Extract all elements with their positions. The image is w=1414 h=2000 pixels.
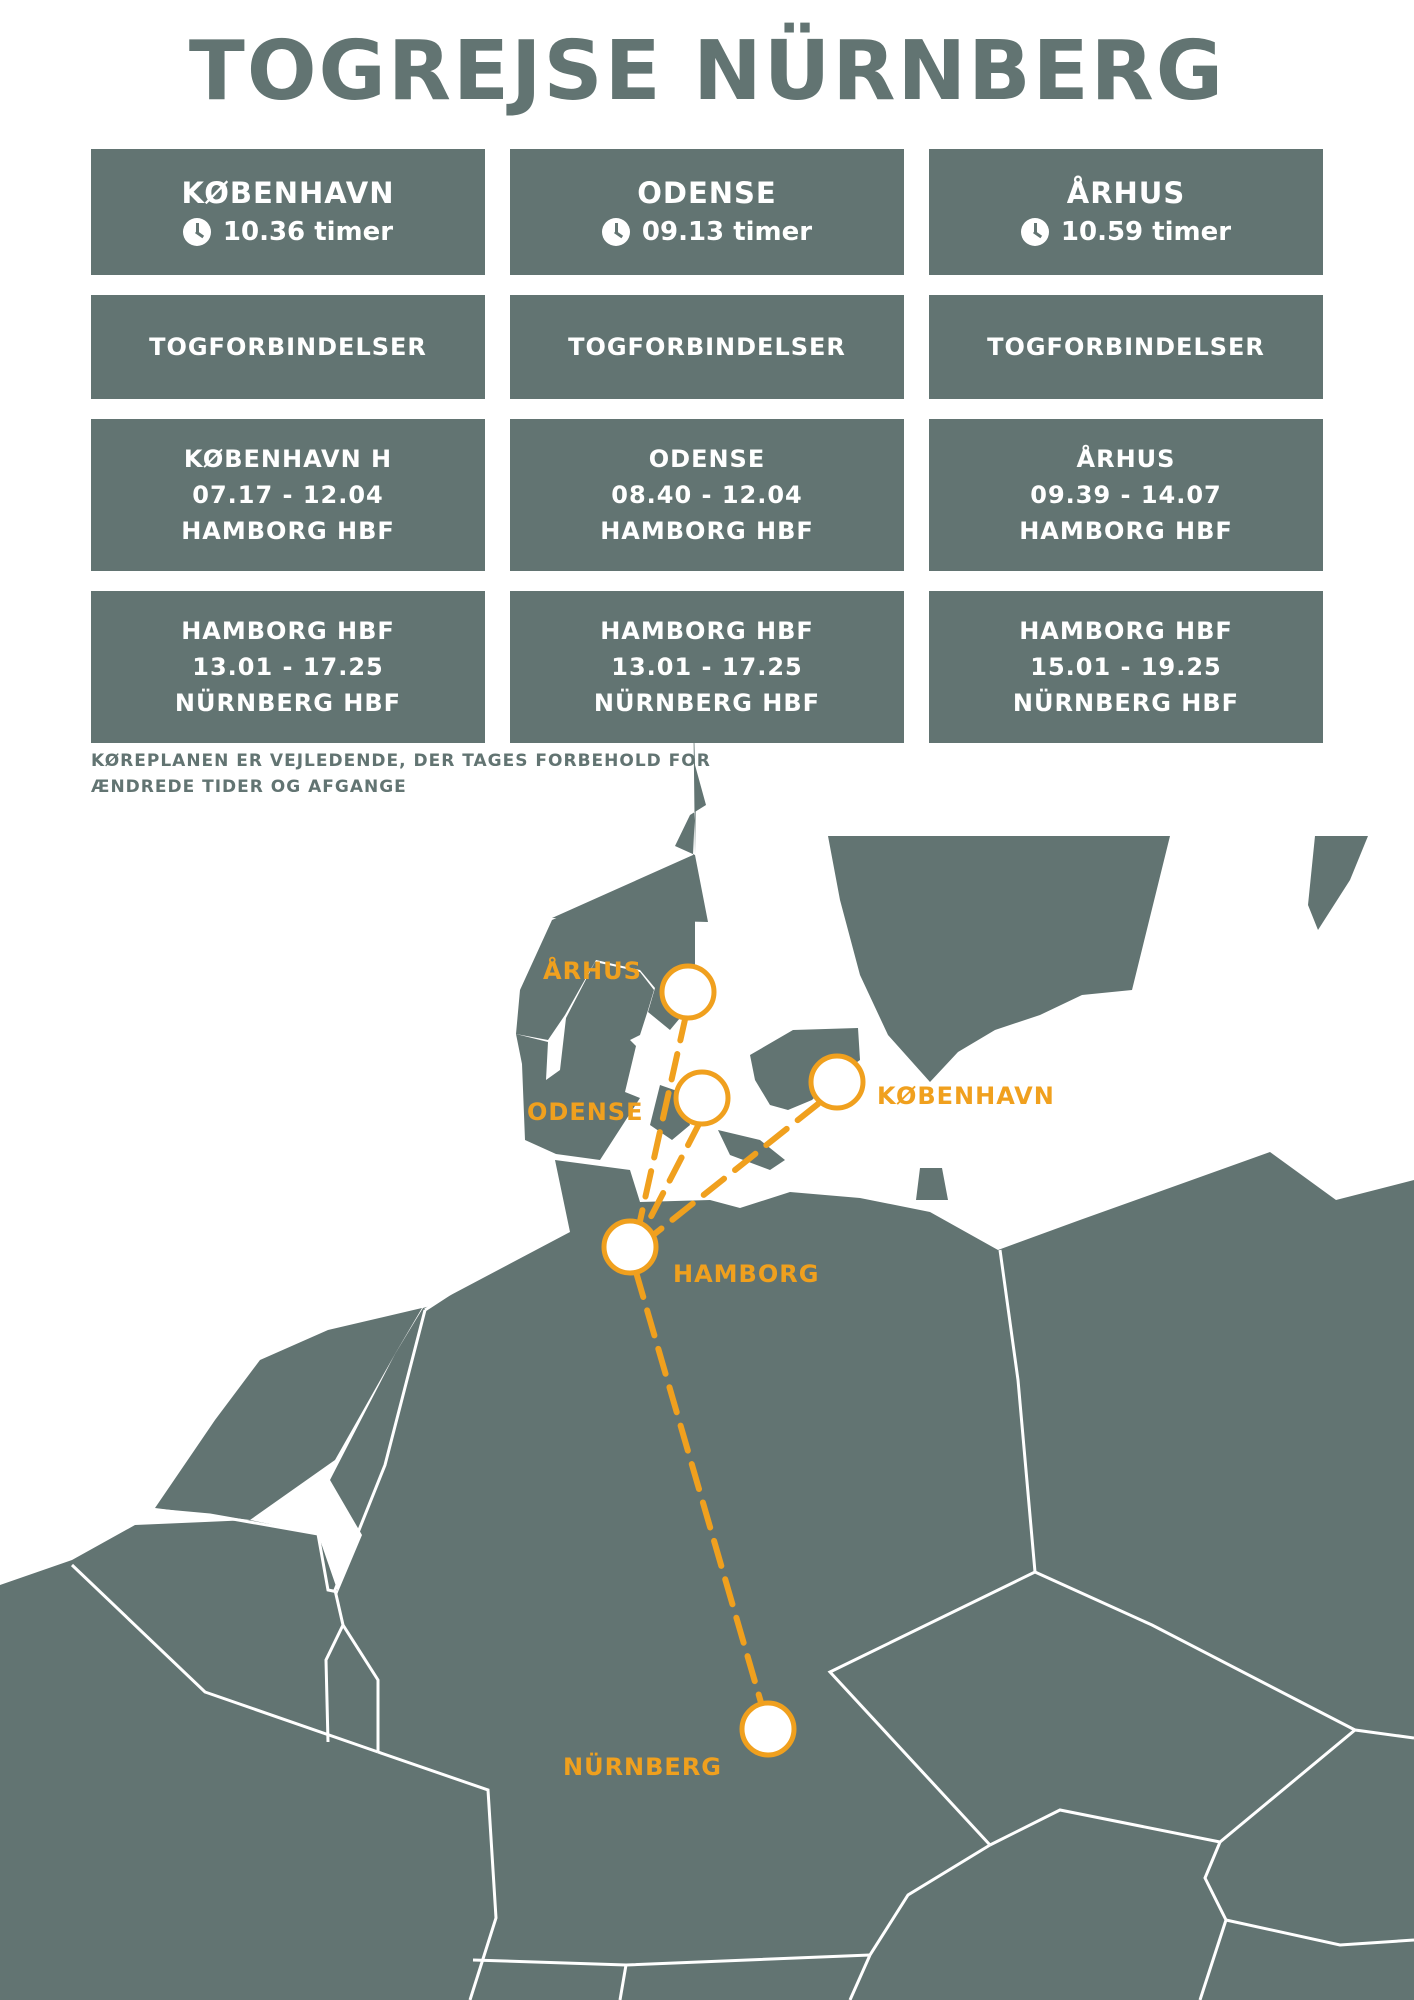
duration-text: 09.13 timer: [641, 217, 813, 247]
leg-card-odense-1: ODENSE 08.40 - 12.04 HAMBORG HBF: [510, 419, 904, 571]
duration-text: 10.36 timer: [222, 217, 394, 247]
leg-card-arhus-1: ÅRHUS 09.39 - 14.07 HAMBORG HBF: [929, 419, 1323, 571]
connections-header-text: TOGFORBINDELSER: [987, 333, 1265, 361]
label-kobenhavn: KØBENHAVN: [877, 1082, 1055, 1110]
origin-city: ÅRHUS: [1066, 176, 1186, 210]
leg-card-kobenhavn-1: KØBENHAVN H 07.17 - 12.04 HAMBORG HBF: [91, 419, 485, 571]
station-arhus-marker: [659, 963, 717, 1021]
leg-from: KØBENHAVN H: [183, 445, 393, 473]
connections-header-kobenhavn: TOGFORBINDELSER: [91, 295, 485, 399]
station-nurnberg-marker: [739, 1700, 797, 1758]
connections-header-arhus: TOGFORBINDELSER: [929, 295, 1323, 399]
belgium-netherlands-coast: [155, 1308, 422, 1520]
origin-city: KØBENHAVN: [181, 176, 395, 210]
land: [0, 690, 1414, 2000]
connections-header-odense: TOGFORBINDELSER: [510, 295, 904, 399]
disclaimer-line-2: ÆNDREDE TIDER OG AFGANGE: [91, 777, 407, 797]
leg-to: NÜRNBERG HBF: [593, 689, 821, 717]
schedule-grid: KØBENHAVN 10.36 timer ODENSE 09.13 timer…: [91, 149, 1324, 743]
route-arhus-hamborg: [635, 1012, 689, 1233]
leg-time: 15.01 - 19.25: [1030, 653, 1222, 681]
connections-header-text: TOGFORBINDELSER: [568, 333, 846, 361]
lolland: [718, 1130, 785, 1170]
label-odense: ODENSE: [527, 1098, 643, 1126]
clock-icon: [182, 218, 211, 246]
leg-from: HAMBORG HBF: [181, 617, 395, 645]
connections-header-text: TOGFORBINDELSER: [149, 333, 427, 361]
schedule-disclaimer: KØREPLANEN ER VEJLEDENDE, DER TAGES FORB…: [91, 748, 851, 800]
bornholm: [916, 1168, 948, 1200]
travel-duration: 10.59 timer: [1020, 213, 1232, 251]
leg-time: 13.01 - 17.25: [192, 653, 384, 681]
page-title: TOGREJSE NÜRNBERG: [188, 24, 1226, 119]
origin-city: ODENSE: [637, 176, 777, 210]
sweden: [828, 836, 1170, 1082]
route-kobenhavn-hamborg: [649, 1101, 821, 1239]
origin-card-arhus: ÅRHUS 10.59 timer: [929, 149, 1323, 275]
disclaimer-line-1: KØREPLANEN ER VEJLEDENDE, DER TAGES FORB…: [91, 751, 711, 771]
leg-time: 09.39 - 14.07: [1030, 481, 1222, 509]
train-routes: [633, 1012, 821, 1709]
leg-from: ÅRHUS: [1076, 445, 1176, 473]
jutland-shape: [516, 962, 654, 1160]
leg-to: HAMBORG HBF: [600, 517, 814, 545]
label-nurnberg: NÜRNBERG: [563, 1751, 722, 1781]
leg-time: 08.40 - 12.04: [611, 481, 803, 509]
origin-card-odense: ODENSE 09.13 timer: [510, 149, 904, 275]
clock-icon: [601, 218, 630, 246]
gotland: [1308, 836, 1368, 930]
leg-from: ODENSE: [648, 445, 766, 473]
leg-to: NÜRNBERG HBF: [174, 689, 402, 717]
origin-card-kobenhavn: KØBENHAVN 10.36 timer: [91, 149, 485, 275]
leg-card-kobenhavn-2: HAMBORG HBF 13.01 - 17.25 NÜRNBERG HBF: [91, 591, 485, 743]
travel-duration: 10.36 timer: [182, 213, 394, 251]
station-odense-marker: [673, 1069, 731, 1127]
leg-from: HAMBORG HBF: [1019, 617, 1233, 645]
jutland-north: [516, 856, 695, 1040]
route-hamborg-nurnberg: [633, 1269, 765, 1709]
zealand: [750, 1028, 860, 1110]
country-borders: [70, 1226, 1414, 2000]
leg-to: HAMBORG HBF: [1019, 517, 1233, 545]
europe-mainland: [0, 1152, 1414, 2000]
station-kobenhavn-marker: [808, 1053, 866, 1111]
leg-to: HAMBORG HBF: [181, 517, 395, 545]
leg-to: NÜRNBERG HBF: [1012, 689, 1240, 717]
duration-text: 10.59 timer: [1060, 217, 1232, 247]
route-odense-hamborg: [640, 1119, 703, 1235]
leg-from: HAMBORG HBF: [600, 617, 814, 645]
leg-card-arhus-2: HAMBORG HBF 15.01 - 19.25 NÜRNBERG HBF: [929, 591, 1323, 743]
leg-time: 07.17 - 12.04: [192, 481, 384, 509]
station-hamborg-marker: [601, 1218, 659, 1276]
label-hamborg: HAMBORG: [673, 1260, 819, 1288]
stations: [601, 963, 866, 1758]
leg-card-odense-2: HAMBORG HBF 13.01 - 17.25 NÜRNBERG HBF: [510, 591, 904, 743]
label-arhus: ÅRHUS: [543, 956, 642, 985]
leg-time: 13.01 - 17.25: [611, 653, 803, 681]
clock-icon: [1020, 218, 1049, 246]
travel-duration: 09.13 timer: [601, 213, 813, 251]
